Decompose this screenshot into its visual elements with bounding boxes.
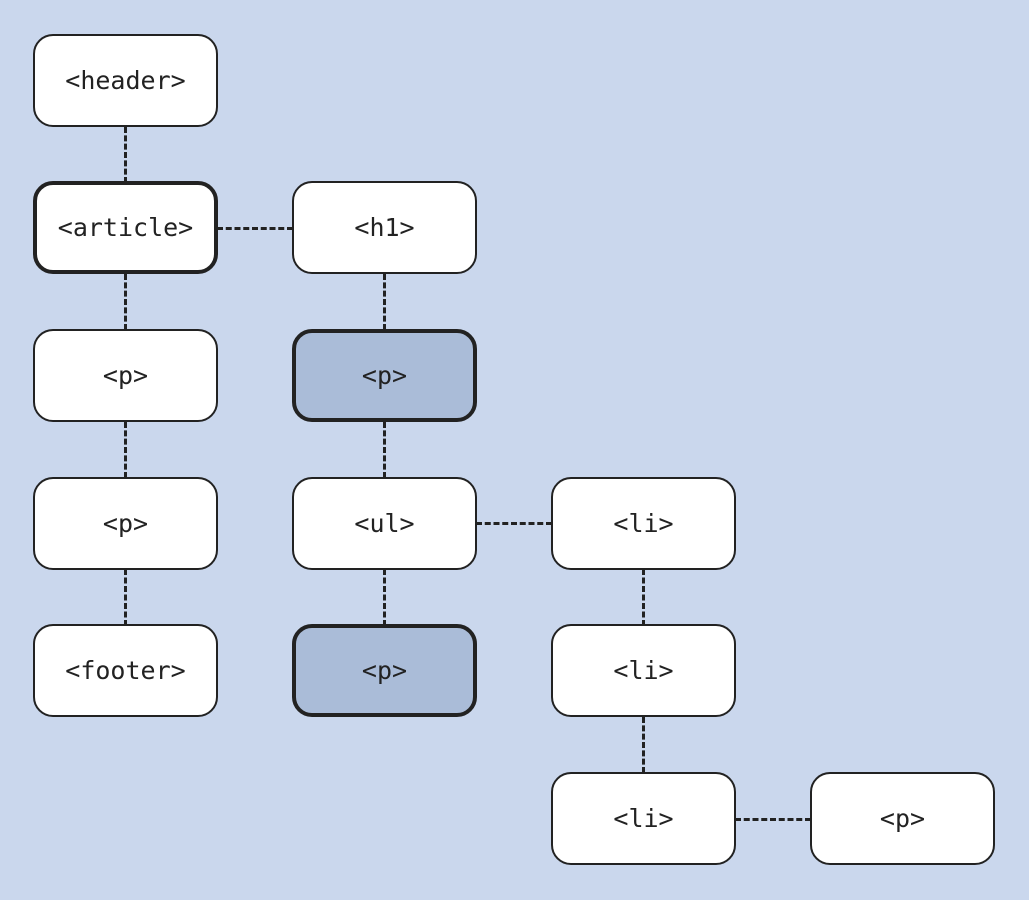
node-footer: <footer> [33, 624, 218, 717]
connector-ul-p [383, 569, 386, 626]
connector-li-li-2 [642, 717, 645, 773]
connector-article-p [124, 274, 127, 330]
connector-ul-li [476, 522, 552, 525]
node-p-1: <p> [33, 329, 218, 422]
node-article: <article> [33, 181, 218, 274]
node-ul: <ul> [292, 477, 477, 570]
node-li-1: <li> [551, 477, 736, 570]
connector-article-h1 [217, 227, 293, 230]
connector-p-footer [124, 569, 127, 626]
connector-p-ul [383, 422, 386, 478]
node-li-2: <li> [551, 624, 736, 717]
connector-li-li-1 [642, 569, 645, 626]
node-p-highlighted-1: <p> [292, 329, 477, 422]
node-h1: <h1> [292, 181, 477, 274]
connector-h1-p [383, 274, 386, 330]
connector-header-article [124, 127, 127, 183]
node-li-3: <li> [551, 772, 736, 865]
node-p-highlighted-2: <p> [292, 624, 477, 717]
node-header: <header> [33, 34, 218, 127]
node-p-2: <p> [33, 477, 218, 570]
connector-p-p [124, 422, 127, 478]
node-p-last: <p> [810, 772, 995, 865]
connector-li-p [735, 818, 811, 821]
